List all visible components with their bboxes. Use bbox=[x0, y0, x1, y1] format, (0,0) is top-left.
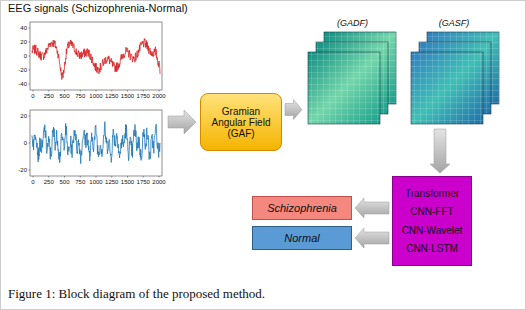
axis-tick-label: 750 bbox=[75, 93, 85, 99]
figure-heading: EEG signals (Schizophrenia-Normal) bbox=[8, 3, 188, 14]
plot-frame bbox=[30, 110, 162, 176]
plot-frame bbox=[30, 22, 162, 90]
tick-mark bbox=[111, 90, 112, 92]
axis-tick-label: 1000 bbox=[89, 179, 102, 185]
axis-tick-label: -20 bbox=[18, 67, 27, 73]
tick-mark bbox=[80, 90, 81, 92]
gaf-image-stack bbox=[408, 18, 500, 126]
axis-tick-label: 1500 bbox=[121, 179, 134, 185]
tick-mark bbox=[159, 176, 160, 178]
gaf-image bbox=[411, 52, 483, 124]
axis-tick-label: 250 bbox=[44, 179, 54, 185]
axis-tick-label: 40 bbox=[20, 25, 27, 31]
eeg-trace bbox=[32, 122, 160, 164]
axis-tick-label: -20 bbox=[18, 167, 27, 173]
axis-tick-label: 20 bbox=[20, 113, 27, 119]
tick-mark bbox=[29, 56, 31, 57]
tick-mark bbox=[127, 176, 128, 178]
axis-tick-label: 500 bbox=[59, 93, 69, 99]
axis-tick-label: 0 bbox=[24, 53, 27, 59]
axis-tick-label: 500 bbox=[59, 179, 69, 185]
axis-tick-label: 750 bbox=[75, 179, 85, 185]
tick-mark bbox=[111, 176, 112, 178]
tick-mark bbox=[29, 116, 31, 117]
image-heading: (GASF) bbox=[439, 18, 470, 28]
node-text: CNN-FFT bbox=[410, 206, 453, 217]
tick-mark bbox=[33, 90, 34, 92]
node-text: CNN-Wavelet bbox=[402, 225, 463, 236]
tick-mark bbox=[159, 90, 160, 92]
tick-mark bbox=[80, 176, 81, 178]
tick-mark bbox=[33, 176, 34, 178]
block-arrow bbox=[168, 110, 196, 134]
axis-tick-label: 1250 bbox=[105, 93, 118, 99]
tick-mark bbox=[48, 176, 49, 178]
node-text: CNN-LSTM bbox=[406, 243, 458, 254]
node-text: Schizophrenia bbox=[267, 202, 337, 214]
axis-tick-label: 0 bbox=[24, 140, 27, 146]
axis-tick-label: 1000 bbox=[89, 93, 102, 99]
block-arrow bbox=[355, 228, 389, 248]
tick-mark bbox=[64, 90, 65, 92]
image-stack: (GASF) bbox=[408, 18, 500, 126]
tick-mark bbox=[96, 176, 97, 178]
node-text: Gramian Angular Field (GAF) bbox=[211, 106, 271, 139]
axis-tick-label: 250 bbox=[44, 93, 54, 99]
tick-mark bbox=[29, 143, 31, 144]
process-box: Gramian Angular Field (GAF) bbox=[200, 93, 282, 151]
tick-marks bbox=[29, 28, 160, 178]
tick-mark bbox=[29, 84, 31, 85]
model-box: TransformerCNN-FFT CNN-WaveletCNN-LSTM bbox=[392, 176, 472, 266]
gaf-image-stack bbox=[305, 18, 400, 126]
class-box: Schizophrenia bbox=[252, 196, 352, 220]
gaf-image bbox=[308, 52, 380, 124]
axis-tick-label: 2000 bbox=[152, 179, 165, 185]
tick-mark bbox=[29, 42, 31, 43]
gaf-image-grid bbox=[411, 52, 483, 124]
class-box: Normal bbox=[252, 226, 352, 250]
tick-mark bbox=[96, 90, 97, 92]
node-text: Normal bbox=[284, 232, 319, 244]
axis-tick-label: 0 bbox=[31, 93, 34, 99]
tick-mark bbox=[143, 176, 144, 178]
image-stack: (GADF) bbox=[305, 18, 400, 126]
tick-mark bbox=[127, 90, 128, 92]
tick-mark bbox=[29, 70, 31, 71]
axis-tick-label: 1750 bbox=[137, 93, 150, 99]
image-heading: (GADF) bbox=[337, 18, 368, 28]
axis-tick-label: 1500 bbox=[121, 93, 134, 99]
block-arrow bbox=[355, 198, 389, 218]
block-arrow bbox=[430, 129, 450, 173]
axis-tick-label: 0 bbox=[31, 179, 34, 185]
gaf-image-grid bbox=[308, 52, 380, 124]
tick-mark bbox=[48, 90, 49, 92]
tick-mark bbox=[143, 90, 144, 92]
tick-mark bbox=[29, 170, 31, 171]
tick-mark bbox=[29, 28, 31, 29]
axis-tick-label: 20 bbox=[20, 39, 27, 45]
block-arrow bbox=[285, 100, 302, 120]
tick-mark bbox=[64, 176, 65, 178]
axis-tick-label: 2000 bbox=[152, 93, 165, 99]
axis-tick-label: -40 bbox=[18, 81, 27, 87]
node-text: Transformer bbox=[405, 188, 459, 199]
eeg-trace bbox=[32, 39, 160, 80]
figure-caption: Figure 1: Block diagram of the proposed … bbox=[8, 287, 265, 300]
axis-tick-label: 1250 bbox=[105, 179, 118, 185]
axis-tick-label: 1750 bbox=[137, 179, 150, 185]
